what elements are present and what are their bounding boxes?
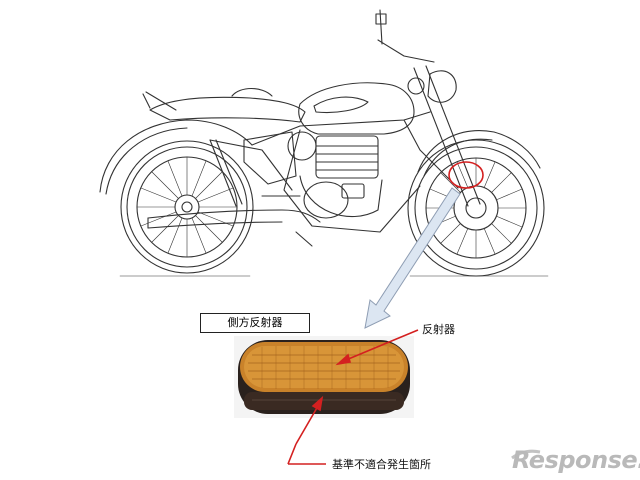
side-panel bbox=[243, 131, 297, 185]
frame bbox=[251, 111, 459, 233]
front-fender bbox=[417, 130, 541, 173]
callout-lines bbox=[287, 329, 419, 465]
handlebar bbox=[377, 39, 435, 63]
response-logo-text: Response. bbox=[512, 446, 640, 474]
front-fork bbox=[413, 65, 481, 207]
defect-location-label: 基準不適合発生箇所 bbox=[332, 458, 431, 471]
rear-fender bbox=[99, 119, 253, 193]
callout-title-box: 側方反射器 bbox=[200, 313, 310, 333]
reflector-photo bbox=[234, 336, 414, 418]
fuel-tank bbox=[298, 82, 415, 135]
reflector-label: 反射器 bbox=[422, 323, 455, 336]
response-logo-mark bbox=[511, 449, 541, 460]
engine bbox=[287, 131, 383, 219]
headlight bbox=[427, 70, 457, 103]
leader-arrow bbox=[364, 187, 461, 329]
response-watermark: Response. bbox=[512, 445, 640, 475]
rear-spokes bbox=[136, 156, 238, 258]
seat bbox=[149, 96, 306, 123]
highlight-circle bbox=[448, 161, 484, 189]
exhaust bbox=[147, 209, 321, 223]
